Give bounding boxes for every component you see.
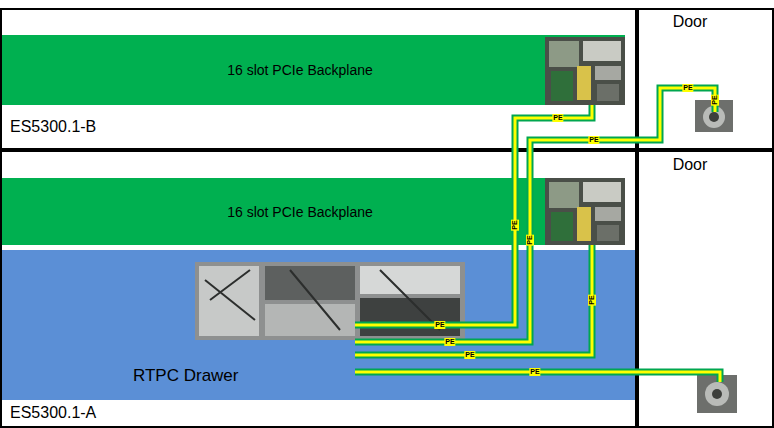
wire-label: PE (434, 321, 445, 329)
backplane-band: 16 slot PCIe Backplane (2, 35, 625, 105)
wire-sheath (355, 88, 715, 342)
wire-label: PE (552, 114, 563, 122)
node-label: RTPC Drawer (133, 366, 238, 386)
wire-label: PE (464, 351, 475, 359)
wire-label: PE (444, 338, 455, 346)
node-label: ES5300.1-A (10, 404, 96, 422)
wire-label: PE (588, 294, 596, 305)
pe-wire (355, 88, 715, 342)
board-photo (545, 178, 625, 245)
node-label: Door (673, 13, 708, 31)
wire-label: PE (529, 368, 540, 376)
node-label: 16 slot PCIe Backplane (227, 62, 373, 78)
wire-label: PE (682, 84, 693, 92)
wire-label: PE (526, 234, 534, 245)
wire-label: PE (711, 94, 719, 105)
cabinet-section: ES5300.1-B 16 slot PCIe Backplane (0, 8, 637, 150)
board-photo (545, 37, 625, 105)
node-label: ES5300.1-B (10, 118, 96, 136)
wire-label: PE (588, 136, 599, 144)
wire-label: PE (511, 219, 519, 230)
wire-core (355, 88, 715, 342)
node-label: Door (673, 156, 708, 174)
wire-sheath (355, 245, 592, 355)
node-label: 16 slot PCIe Backplane (227, 204, 373, 220)
wire-core (355, 245, 592, 355)
pe-wire (355, 245, 592, 355)
